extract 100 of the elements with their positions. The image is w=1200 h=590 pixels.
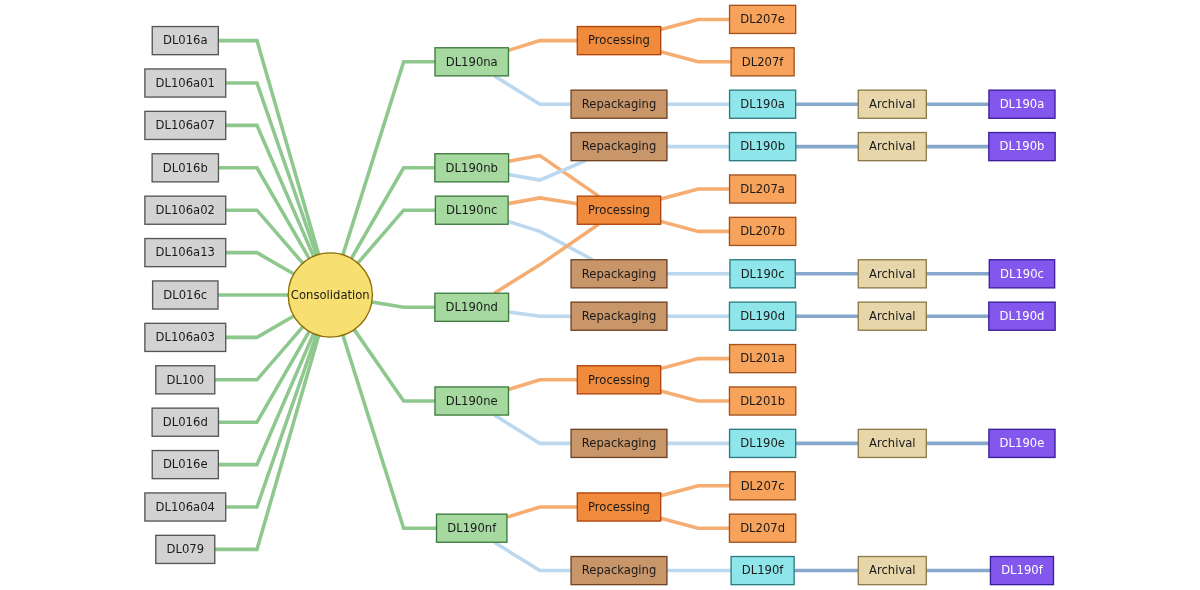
archived-dataset-box: DL190a: [988, 89, 1056, 119]
connector-line: [225, 250, 295, 276]
connector-line: [218, 38, 321, 256]
source-box: DL106a03: [144, 322, 227, 353]
connector-line: [926, 102, 989, 106]
connector-line: [795, 144, 859, 149]
connector-line: [666, 441, 730, 446]
connector-line: [926, 441, 989, 446]
repack-box: Repackaging: [570, 131, 668, 162]
dataset-box: DL190b: [728, 131, 797, 162]
source-box: DL079: [155, 534, 216, 565]
connector-line: [666, 272, 730, 276]
output-box: DL201b: [728, 386, 797, 416]
connector-line: [214, 334, 321, 552]
process-box: Processing: [576, 195, 662, 225]
connector-line: [508, 310, 572, 318]
source-box: DL016d: [151, 407, 220, 437]
connector-line: [349, 166, 435, 260]
connector-line: [214, 325, 305, 382]
staging-box: DL190na: [434, 47, 510, 77]
source-box: DL106a02: [144, 195, 227, 225]
connector-line: [225, 123, 316, 258]
connector-line: [371, 300, 435, 310]
source-box: DL106a04: [144, 492, 227, 522]
connector-line: [341, 334, 437, 530]
archived-dataset-box: DL190c: [988, 259, 1056, 289]
archive-box: Archival: [857, 555, 927, 586]
archive-box: Archival: [857, 259, 927, 289]
connector-line: [507, 378, 578, 392]
dataset-box: DL190e: [728, 428, 797, 459]
connector-line: [660, 17, 730, 32]
archived-dataset-box: DL190d: [988, 301, 1056, 331]
output-box: DL207e: [728, 4, 797, 35]
connector-line: [794, 568, 859, 573]
connector-line: [508, 159, 587, 182]
dataset-box: DL190f: [730, 555, 795, 586]
connector-line: [660, 484, 730, 498]
staging-box: DL190nc: [434, 195, 509, 225]
output-box: DL207b: [728, 216, 797, 247]
connector-line: [218, 330, 311, 424]
connector-line: [660, 516, 730, 530]
connector-line: [341, 60, 435, 256]
connector-line: [666, 314, 730, 318]
connector-line: [506, 505, 578, 519]
connector-line: [356, 208, 436, 265]
connector-line: [225, 314, 295, 340]
repack-box: Repackaging: [570, 555, 668, 586]
archive-box: Archival: [857, 301, 927, 331]
process-box: Processing: [576, 365, 662, 395]
connector-line: [225, 208, 305, 265]
source-box: DL106a13: [144, 237, 227, 268]
staging-box: DL190nb: [434, 153, 510, 183]
connector-line: [352, 328, 435, 403]
staging-box: DL190nd: [434, 292, 510, 322]
archive-box: Archival: [857, 428, 927, 459]
output-box: DL201a: [728, 343, 797, 374]
dataset-box: DL190a: [728, 89, 797, 119]
output-box: DL207f: [730, 47, 795, 77]
archive-box: Archival: [857, 89, 927, 119]
connector-line: [217, 293, 289, 297]
connector-line: [926, 568, 991, 573]
process-box: Processing: [576, 492, 662, 522]
connector-line: [218, 166, 311, 260]
archived-dataset-box: DL190e: [988, 428, 1056, 459]
output-box: DL207a: [728, 174, 797, 204]
dataset-box: DL190c: [729, 259, 796, 289]
connector-line: [926, 272, 990, 276]
connector-line: [666, 102, 730, 106]
archive-box: Archival: [857, 131, 927, 162]
staging-box: DL190ne: [434, 386, 510, 416]
connector-line: [225, 334, 319, 509]
connector-line: [666, 568, 732, 573]
source-box: DL106a07: [144, 110, 227, 141]
source-box: DL100: [155, 365, 216, 395]
connector-line: [926, 144, 989, 149]
connector-line: [493, 74, 572, 106]
source-box: DL016c: [151, 280, 219, 310]
process-box: Processing: [576, 25, 662, 56]
connector-line: [660, 389, 730, 403]
connector-line: [660, 219, 730, 234]
connector-line: [225, 81, 319, 256]
connector-line: [926, 314, 989, 318]
source-box: DL106a01: [144, 68, 227, 98]
connector-line: [795, 441, 859, 446]
repack-box: Repackaging: [570, 259, 668, 289]
archived-dataset-box: DL190b: [988, 131, 1056, 162]
source-box: DL016e: [151, 449, 219, 480]
connector-line: [218, 332, 316, 467]
archived-dataset-box: DL190f: [989, 555, 1055, 586]
staging-box: DL190nf: [435, 513, 508, 543]
connector-line: [660, 50, 732, 64]
source-box: DL016b: [151, 153, 220, 183]
connector-line: [666, 144, 730, 149]
merge-circle: Consolidation: [287, 252, 374, 338]
connector-line: [795, 314, 859, 318]
repack-box: Repackaging: [570, 428, 668, 459]
connector-line: [508, 153, 600, 198]
connector-line: [660, 356, 730, 371]
output-box: DL207d: [728, 513, 797, 543]
dataset-box: DL190d: [728, 301, 797, 331]
